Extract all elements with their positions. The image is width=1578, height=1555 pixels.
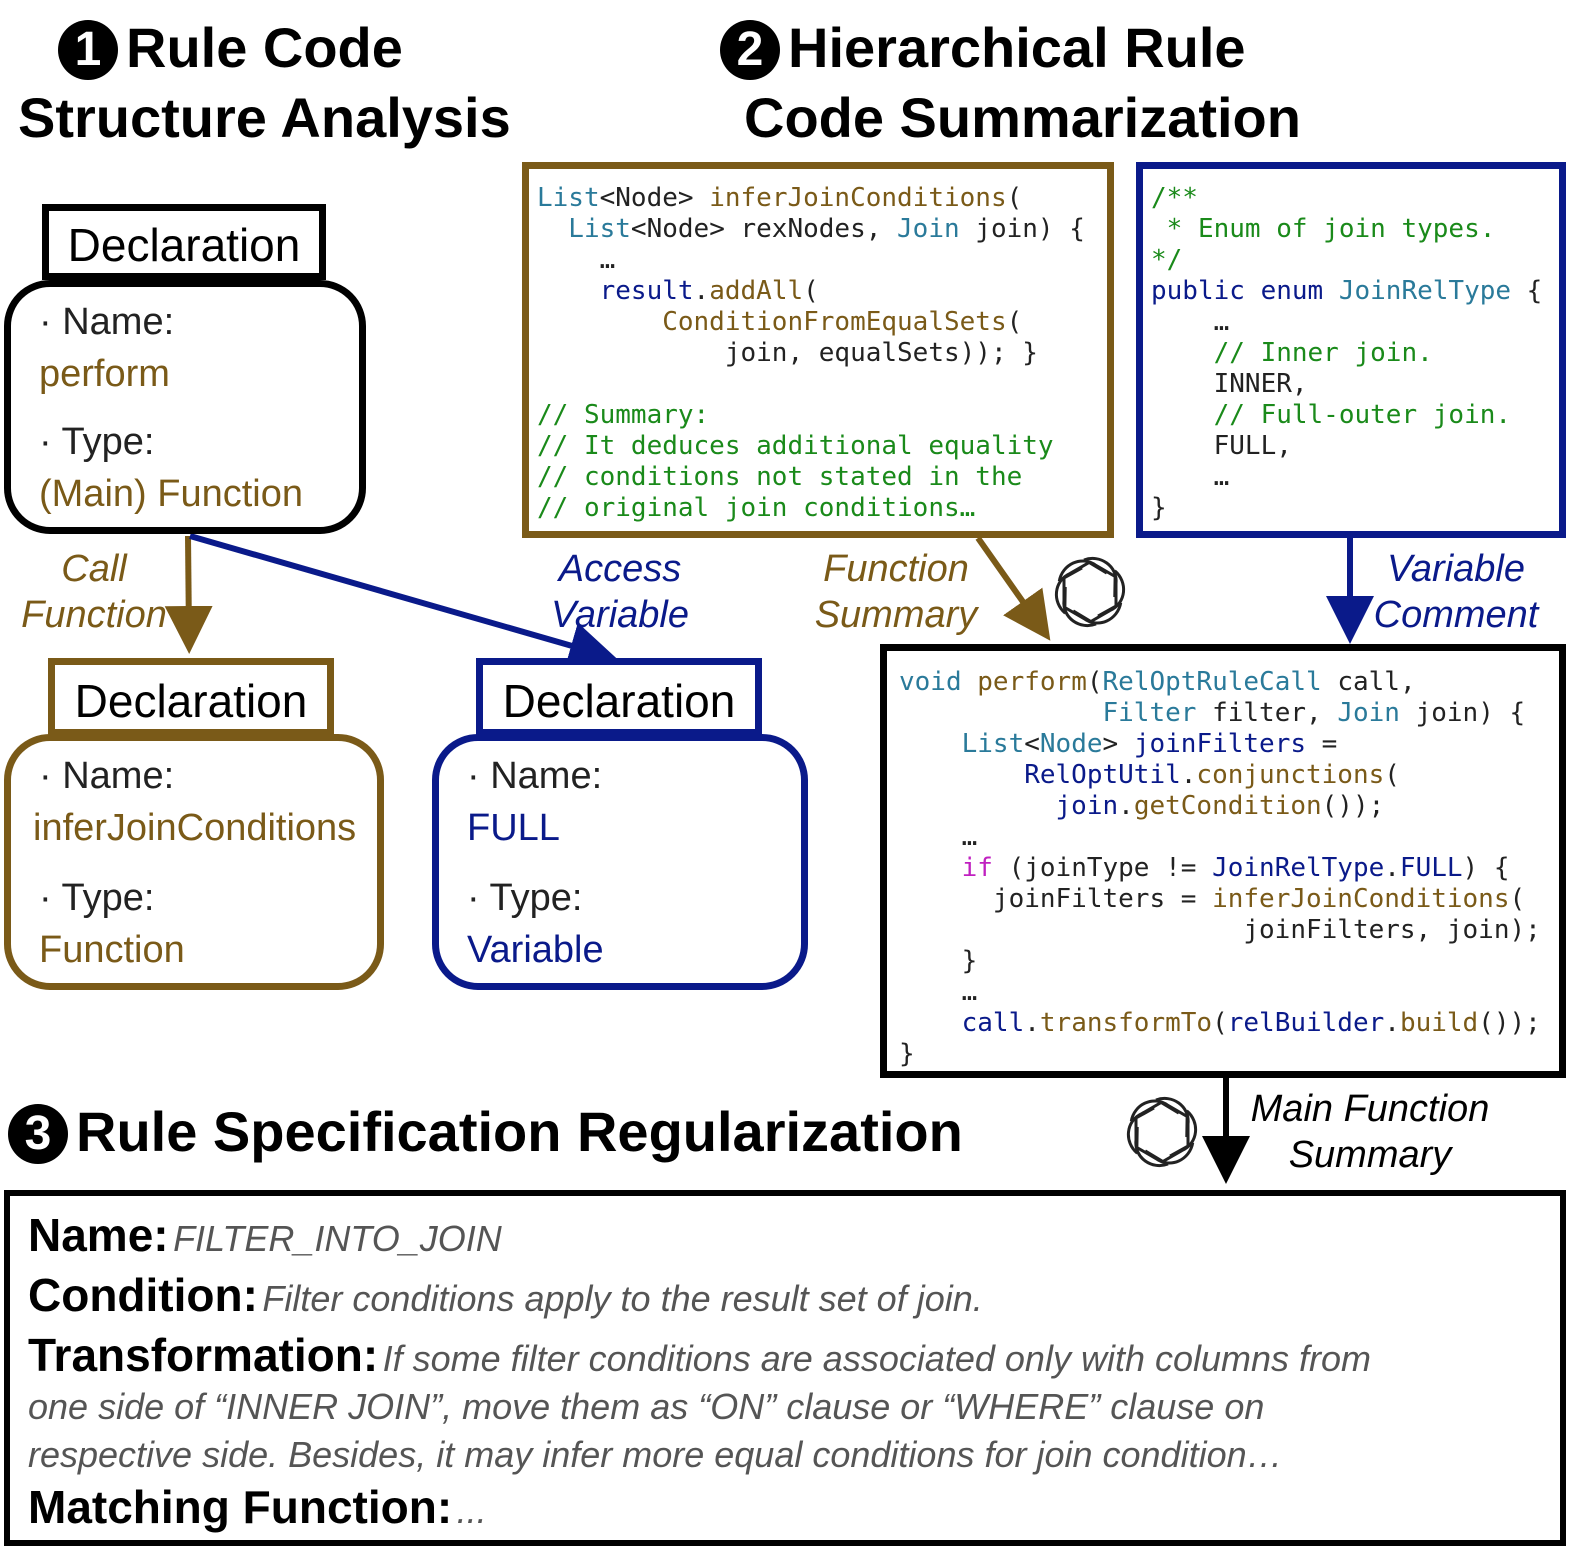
code-comment: // It deduces additional equality — [537, 431, 1054, 461]
code-line: joinFilters, join); — [899, 915, 1541, 945]
step-1-badge: 1 — [58, 20, 118, 80]
code-line: … — [899, 822, 978, 852]
code-line: public enum JoinRelType { — [1151, 276, 1543, 306]
spec-matching-row: Matching Function: ... — [28, 1480, 487, 1534]
type-label: · Type: — [39, 877, 155, 919]
code-comment: // Summary: — [537, 400, 710, 430]
spec-transformation-value-1: If some filter conditions are associated… — [382, 1338, 1372, 1379]
rule-specification-box: Name: FILTER_INTO_JOIN Condition: Filter… — [4, 1190, 1566, 1546]
code-line: result.addAll( — [537, 276, 819, 306]
function-summary-arrow — [975, 536, 1051, 641]
step-3-badge: 3 — [8, 1104, 68, 1164]
variable-comment-label: Variable Comment — [1373, 548, 1539, 636]
code-line: join, equalSets)); } — [537, 338, 1038, 368]
spec-matching-value: ... — [456, 1490, 487, 1531]
name-label: · Name: — [39, 301, 175, 343]
code-line: List<Node> inferJoinConditions( — [537, 183, 1023, 213]
declaration-function-header: Declaration — [48, 658, 334, 736]
perform-code: void perform(RelOptRuleCall call, Filter… — [880, 644, 1566, 1078]
declaration-main-card: · Name: perform · Type: (Main) Function — [4, 280, 366, 534]
declaration-type: Function — [39, 929, 185, 971]
openai-logo-icon — [1127, 1097, 1197, 1167]
name-label: · Name: — [467, 755, 603, 797]
code-line: … — [1151, 307, 1230, 337]
code-line: Filter filter, Join join) { — [899, 698, 1526, 728]
code-comment: * Enum of join types. — [1151, 214, 1496, 244]
code-comment: /** — [1151, 183, 1198, 213]
code-line: } — [899, 946, 978, 976]
spec-transformation-value-2: one side of “INNER JOIN”, move them as “… — [28, 1386, 1265, 1427]
declaration-variable-header: Declaration — [476, 658, 762, 736]
declaration-main-header: Declaration — [42, 204, 326, 280]
declaration-variable-card: · Name: FULL · Type: Variable — [432, 734, 808, 990]
spec-transformation-key: Transformation: — [28, 1329, 379, 1381]
code-line: RelOptUtil.conjunctions( — [899, 760, 1400, 790]
access-variable-arrow — [189, 533, 618, 669]
main-function-summary-label: Main Function Summary — [1250, 1088, 1490, 1176]
infer-join-conditions-code: List<Node> inferJoinConditions( List<Nod… — [522, 162, 1114, 538]
spec-name-key: Name: — [28, 1209, 169, 1261]
code-comment: // Inner join. — [1151, 338, 1433, 368]
declaration-type: (Main) Function — [39, 473, 303, 515]
spec-transformation-value-3: respective side. Besides, it may infer m… — [28, 1434, 1283, 1475]
spec-matching-key: Matching Function: — [28, 1481, 453, 1533]
call-function-arrow — [164, 535, 213, 654]
code-comment: // conditions not stated in the — [537, 462, 1023, 492]
declaration-type: Variable — [467, 929, 604, 971]
code-comment: // Full-outer join. — [1151, 400, 1512, 430]
name-label: · Name: — [39, 755, 175, 797]
call-function-label: Call Function — [21, 548, 167, 636]
code-line: if (joinType != JoinRelType.FULL) { — [899, 853, 1510, 883]
code-line: } — [1151, 493, 1167, 523]
spec-condition-key: Condition: — [28, 1269, 258, 1321]
spec-condition-value: Filter conditions apply to the result se… — [262, 1278, 983, 1319]
code-line: … — [1151, 462, 1230, 492]
function-summary-label: Function Summary — [814, 548, 978, 636]
declaration-name: perform — [39, 353, 170, 395]
code-line: INNER, — [1151, 369, 1308, 399]
spec-name-value: FILTER_INTO_JOIN — [173, 1218, 502, 1259]
declaration-name: inferJoinConditions — [33, 807, 357, 849]
code-line: FULL, — [1151, 431, 1292, 461]
type-label: · Type: — [467, 877, 583, 919]
code-line: call.transformTo(relBuilder.build()); — [899, 1008, 1541, 1038]
code-line: … — [537, 245, 616, 275]
section-2-subtitle: Code Summarization — [744, 86, 1301, 149]
openai-logo-icon — [1055, 557, 1125, 627]
join-rel-type-code: /** * Enum of join types. */ public enum… — [1136, 162, 1566, 538]
code-comment: // original join conditions… — [537, 493, 976, 523]
code-line: join.getCondition()); — [899, 791, 1385, 821]
declaration-name: FULL — [467, 807, 560, 849]
code-line: joinFilters = inferJoinConditions( — [899, 884, 1526, 914]
type-label: · Type: — [39, 421, 155, 463]
code-line: void perform(RelOptRuleCall call, — [899, 667, 1416, 697]
spec-transformation-row: Transformation: If some filter condition… — [28, 1328, 1371, 1382]
spec-name-row: Name: FILTER_INTO_JOIN — [28, 1208, 502, 1262]
section-1-subtitle: Structure Analysis — [18, 86, 511, 149]
code-line: List<Node> joinFilters = — [899, 729, 1338, 759]
access-variable-label: Access Variable — [550, 548, 689, 636]
code-line: } — [899, 1039, 915, 1069]
declaration-function-card: · Name: inferJoinConditions · Type: Func… — [4, 734, 384, 990]
step-2-badge: 2 — [720, 20, 780, 80]
code-comment: */ — [1151, 245, 1183, 275]
code-line: List<Node> rexNodes, Join join) { — [537, 214, 1085, 244]
code-line: … — [899, 977, 978, 1007]
spec-condition-row: Condition: Filter conditions apply to th… — [28, 1268, 983, 1322]
code-line: ConditionFromEqualSets( — [537, 307, 1023, 337]
